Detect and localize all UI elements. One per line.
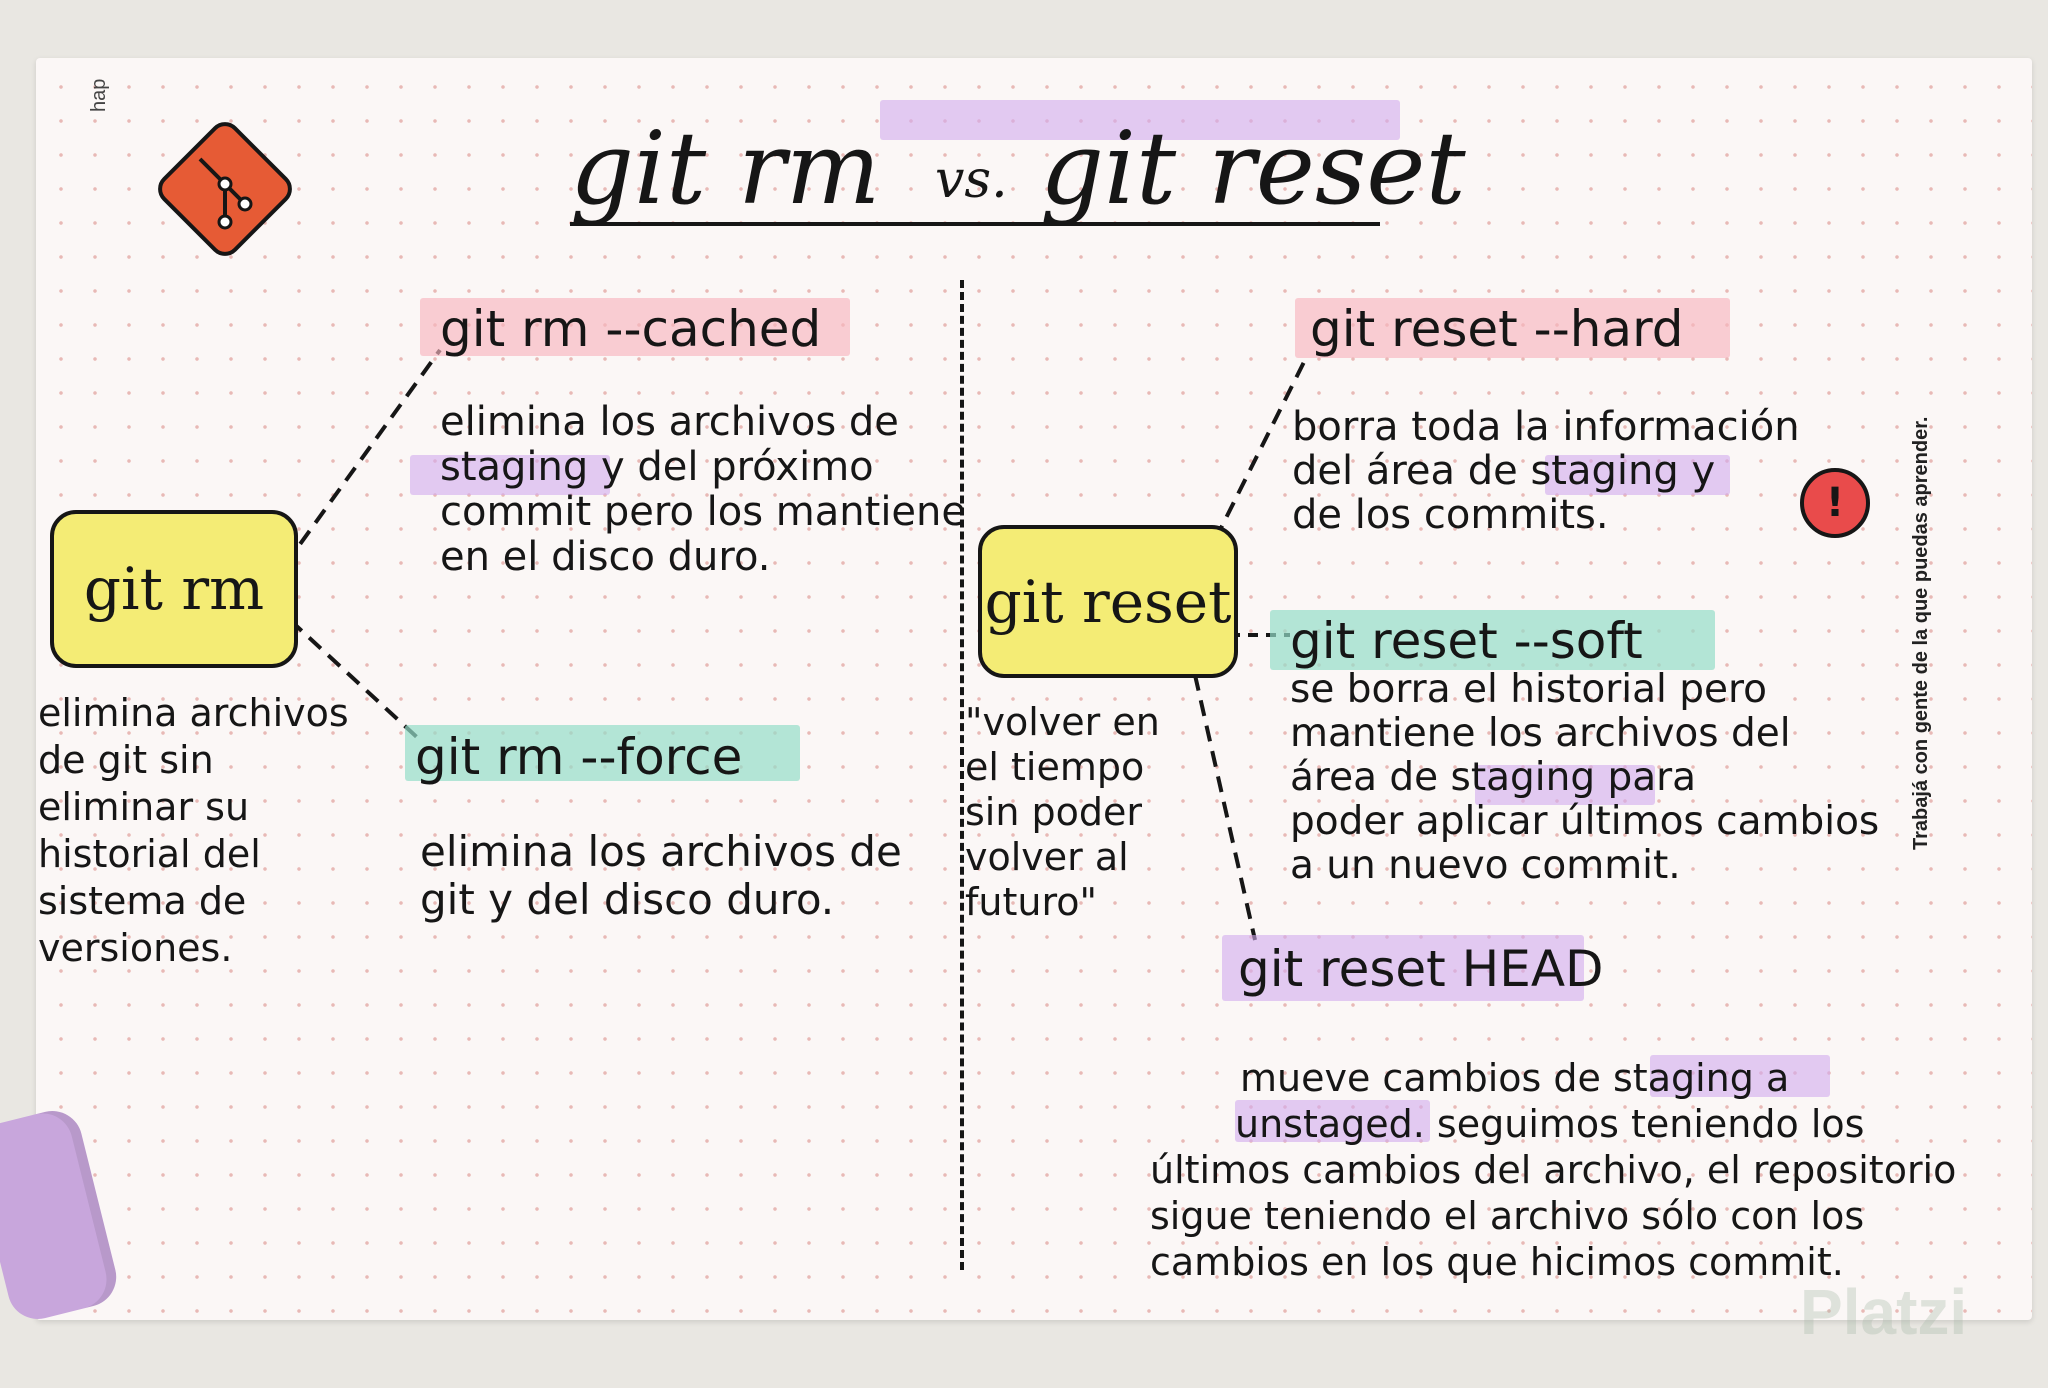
git-rm-desc-line: sistema de (38, 879, 247, 923)
soft-highlight (1270, 610, 1715, 670)
soft-staging-highlight (1475, 765, 1655, 805)
reset-desc-line: "volver en (965, 700, 1160, 744)
soft-desc-line: poder aplicar últimos cambios (1290, 799, 1880, 844)
git-reset-soft-command: git reset --soft (1290, 612, 1643, 670)
reset-desc-line: sin poder (965, 790, 1143, 834)
hard-desc-line: del área de staging y (1292, 448, 1716, 494)
head-staging-highlight (1650, 1055, 1830, 1097)
cached-desc-line: en el disco duro. (440, 534, 771, 580)
notebook-card (36, 58, 2032, 1320)
head-desc-line: mueve cambios de staging a (1240, 1056, 1790, 1100)
force-desc-line: elimina los archivos de (420, 827, 902, 876)
title-underline (570, 222, 1380, 226)
git-rm-desc-line: historial del (38, 832, 261, 876)
cached-desc-line: commit pero los mantiene (440, 489, 966, 535)
cached-highlight (420, 298, 850, 356)
title-vs: vs. (935, 150, 1008, 210)
git-reset-box-label: git reset (984, 567, 1232, 636)
head-desc-line: últimos cambios del archivo, el reposito… (1150, 1148, 1957, 1192)
platzi-watermark: Platzi (1800, 1276, 1968, 1348)
git-rm-desc-line: elimina archivos (38, 691, 349, 735)
reset-desc-line: el tiempo (965, 745, 1145, 789)
git-reset-box: git reset (978, 525, 1238, 678)
alert-icon: ! (1825, 480, 1845, 526)
title-highlight (880, 100, 1400, 140)
staging-highlight (410, 455, 610, 495)
soft-desc-line: se borra el historial pero (1290, 667, 1768, 712)
reset-desc-line: futuro" (965, 880, 1097, 924)
hard-staging-highlight (1545, 455, 1730, 495)
git-rm-force-command: git rm --force (415, 728, 743, 786)
git-rm-desc-line: de git sin (38, 738, 214, 782)
git-rm-cached-description: elimina los archivos de staging y del pr… (440, 400, 966, 580)
soft-desc-line: mantiene los archivos del (1290, 711, 1791, 756)
title-left: git rm (570, 110, 881, 227)
force-desc-line: git y del disco duro. (420, 875, 835, 924)
unstaged-highlight (1235, 1100, 1430, 1142)
git-rm-box-label: git rm (83, 555, 265, 623)
git-logo-icon (158, 122, 292, 256)
hard-desc-line: de los commits. (1292, 492, 1609, 538)
reset-desc-line: volver al (965, 835, 1129, 879)
git-reset-hard-description: borra toda la información del área de st… (1292, 405, 1800, 537)
git-rm-desc-line: versiones. (38, 926, 233, 970)
head-highlight (1222, 935, 1584, 1001)
soft-desc-line: a un nuevo commit. (1290, 843, 1681, 888)
head-desc-line: cambios en los que hicimos commit. (1150, 1240, 1844, 1284)
title-right: git reset (1040, 110, 1466, 227)
git-rm-force-description: elimina los archivos de git y del disco … (420, 828, 902, 924)
center-divider (960, 280, 964, 1270)
git-reset-soft-description: se borra el historial pero mantiene los … (1290, 668, 1879, 888)
git-rm-desc-line: eliminar su (38, 785, 250, 829)
hard-highlight (1295, 298, 1730, 358)
cached-desc-line: staging y del próximo (440, 444, 874, 490)
git-reset-description: "volver en el tiempo sin poder volver al… (965, 700, 1160, 925)
git-rm-cached-command: git rm --cached (440, 300, 822, 358)
head-desc-line: unstaged. seguimos teniendo los (1235, 1102, 1865, 1146)
git-reset-head-command: git reset HEAD (1238, 940, 1604, 998)
git-rm-box: git rm (50, 510, 298, 668)
alert-badge: ! (1800, 468, 1870, 538)
git-reset-hard-command: git reset --hard (1310, 300, 1684, 358)
soft-desc-line: área de staging para (1290, 755, 1697, 800)
force-highlight (405, 725, 800, 781)
head-desc-line: sigue teniendo el archivo sólo con los (1150, 1194, 1865, 1238)
cached-desc-line: elimina los archivos de (440, 399, 899, 445)
hard-desc-line: borra toda la información (1292, 404, 1800, 450)
git-rm-description: elimina archivos de git sin eliminar su … (38, 690, 349, 972)
git-reset-head-description: mueve cambios de staging a unstaged. seg… (1150, 1055, 1956, 1285)
